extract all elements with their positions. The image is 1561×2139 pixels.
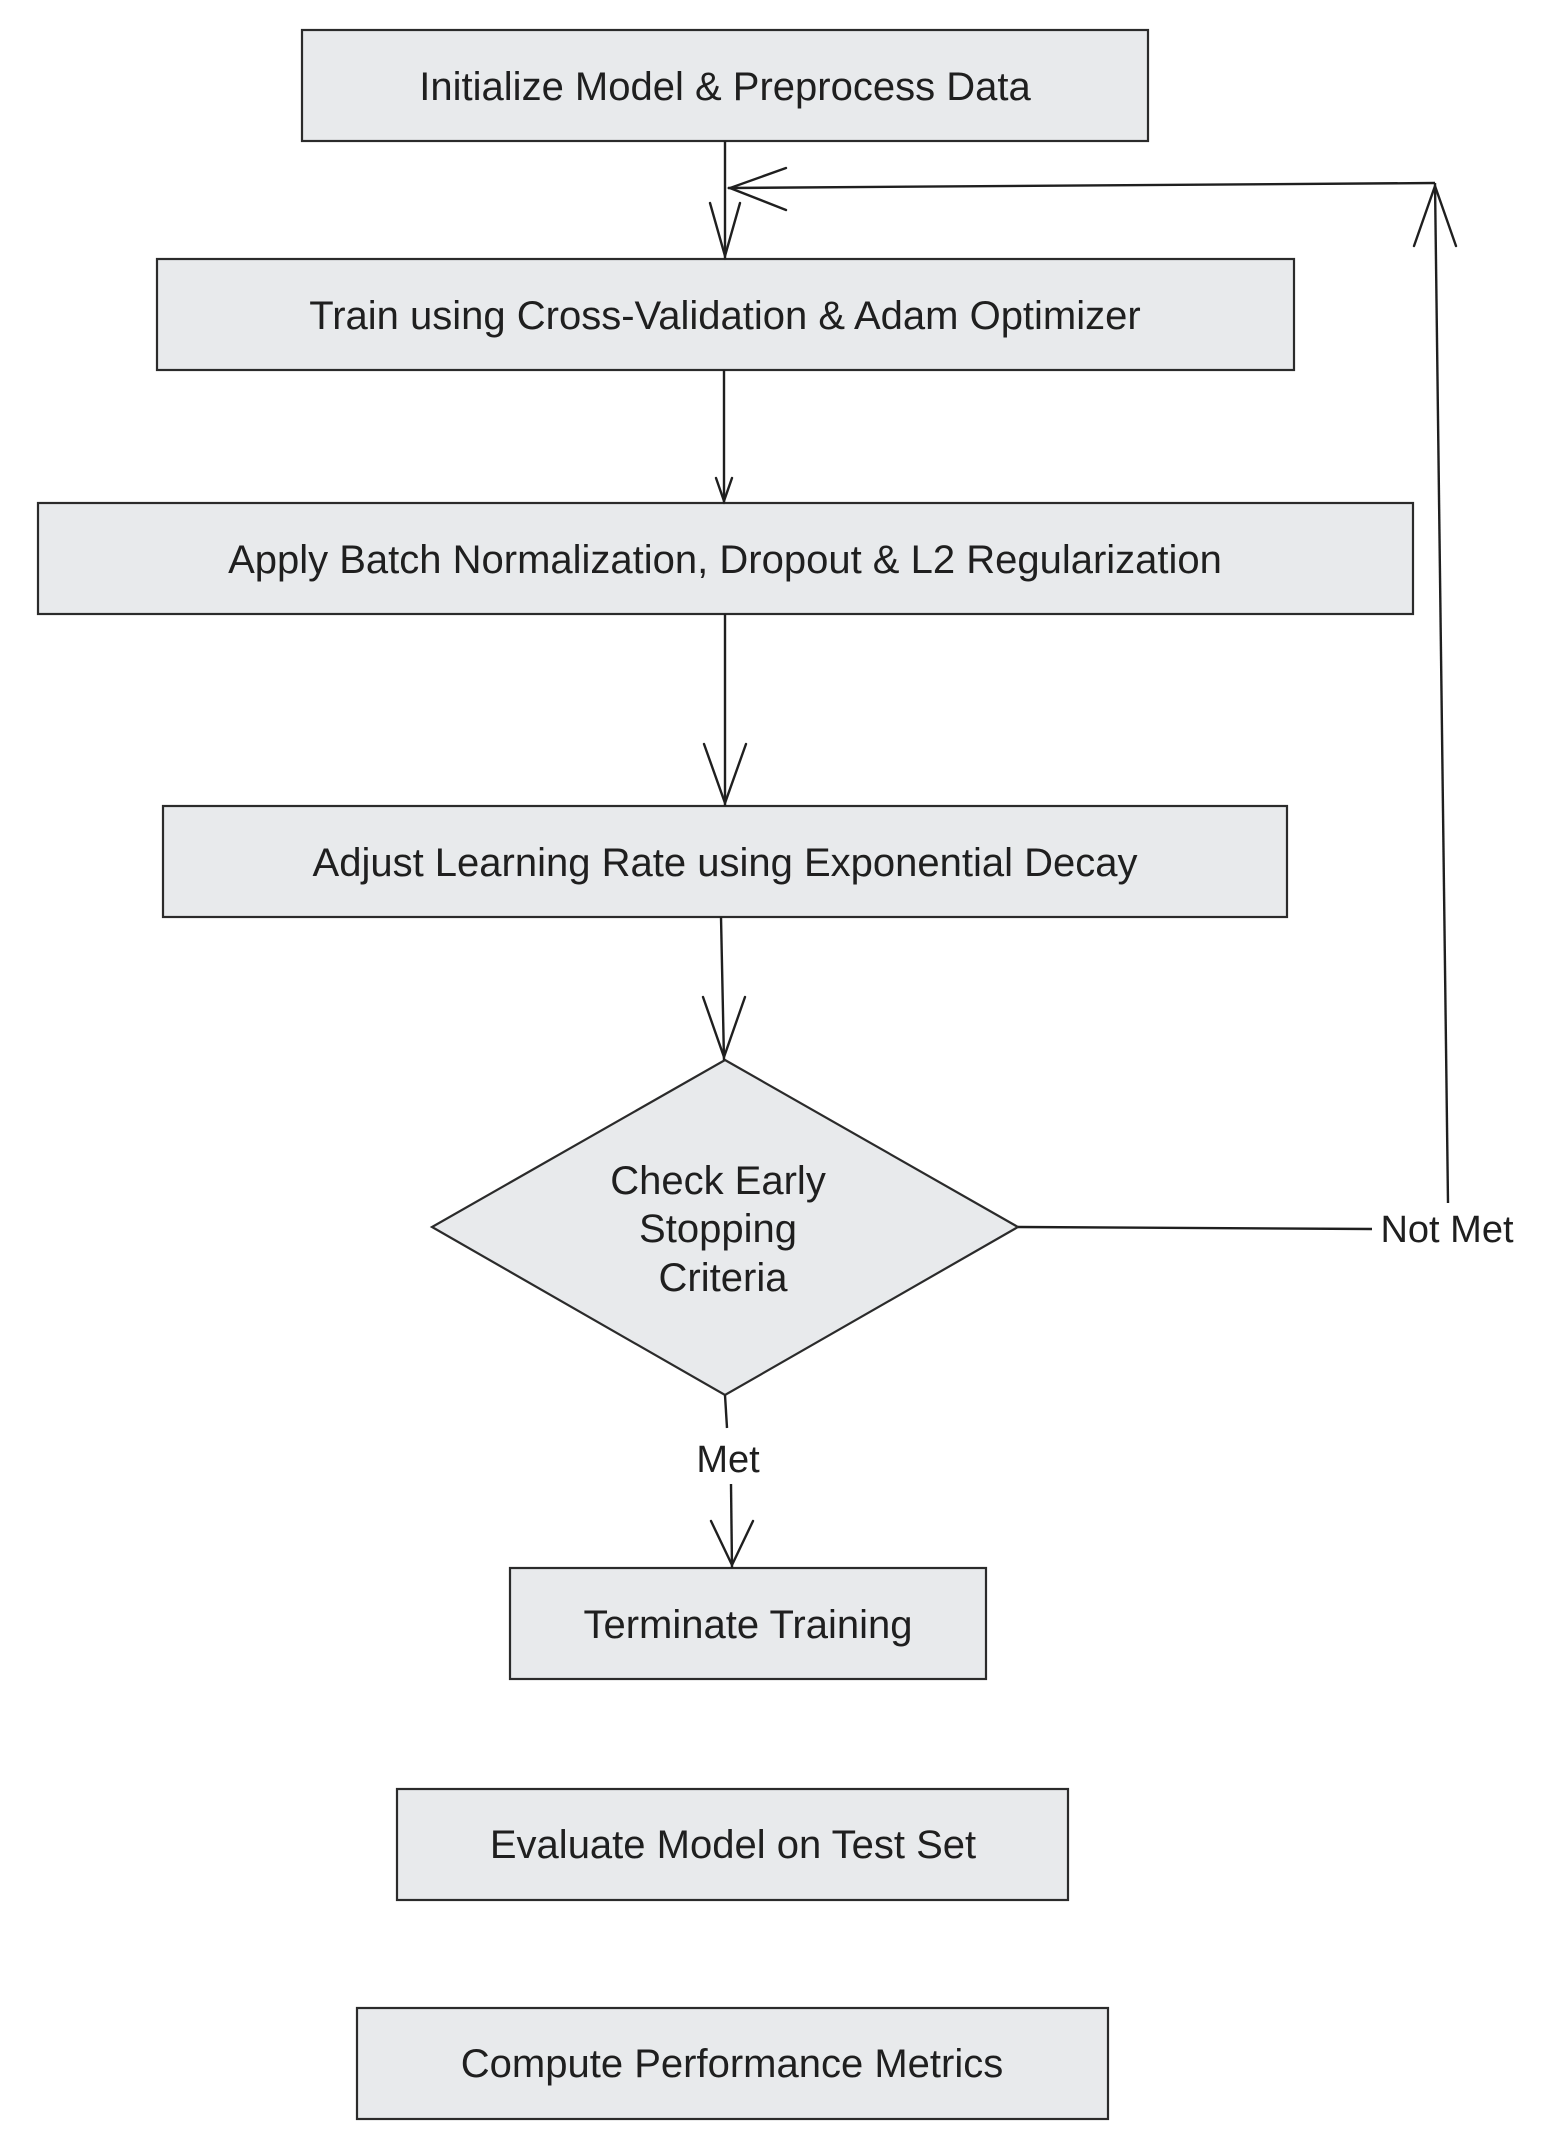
arrow-head-icon bbox=[702, 742, 748, 807]
node-initialize-label: Initialize Model & Preprocess Data bbox=[419, 65, 1031, 109]
edge-init-to-train bbox=[708, 141, 742, 261]
node-train: Train using Cross-Validation & Adam Opti… bbox=[155, 257, 1296, 372]
decision-label-line1: Check Early bbox=[610, 1159, 826, 1203]
edge-met-line-lower bbox=[729, 1483, 734, 1569]
decision-label-line2: Stopping bbox=[639, 1207, 797, 1251]
node-metrics: Compute Performance Metrics bbox=[355, 2006, 1110, 2121]
edge-not-met-line-up bbox=[1433, 182, 1450, 1204]
node-evaluate: Evaluate Model on Test Set bbox=[395, 1787, 1070, 1902]
edge-met-line-upper bbox=[723, 1394, 729, 1429]
node-initialize-box bbox=[300, 28, 1150, 143]
edge-not-met-line-right bbox=[1017, 1225, 1373, 1231]
edge-decision-to-terminate: Met bbox=[696, 1394, 760, 1569]
edge-decision-loop-back: Not Met bbox=[726, 166, 1514, 1251]
decision-label-line3: Criteria bbox=[659, 1256, 789, 1300]
arrow-head-icon bbox=[701, 995, 747, 1061]
arrow-head-icon bbox=[709, 1519, 755, 1568]
edge-lr-to-decision bbox=[701, 916, 747, 1061]
node-learning-rate-box bbox=[161, 804, 1289, 919]
node-metrics-label: Compute Performance Metrics bbox=[461, 2042, 1003, 2086]
node-terminate-box bbox=[508, 1566, 988, 1681]
node-regularize-box bbox=[36, 501, 1415, 616]
node-train-box bbox=[155, 257, 1296, 372]
node-learning-rate-label: Adjust Learning Rate using Exponential D… bbox=[313, 841, 1138, 885]
node-learning-rate: Adjust Learning Rate using Exponential D… bbox=[161, 804, 1289, 919]
node-train-label: Train using Cross-Validation & Adam Opti… bbox=[309, 294, 1140, 338]
arrow-head-icon bbox=[714, 476, 734, 505]
node-regularize: Apply Batch Normalization, Dropout & L2 … bbox=[36, 501, 1415, 616]
edge-not-met-line-left bbox=[727, 181, 1436, 190]
node-evaluate-box bbox=[395, 1787, 1070, 1902]
node-evaluate-label: Evaluate Model on Test Set bbox=[490, 1823, 976, 1867]
node-initialize: Initialize Model & Preprocess Data bbox=[300, 28, 1150, 143]
node-metrics-box bbox=[355, 2006, 1110, 2121]
edge-label-not-met: Not Met bbox=[1380, 1209, 1513, 1251]
node-terminate-label: Terminate Training bbox=[583, 1603, 912, 1647]
node-terminate: Terminate Training bbox=[508, 1566, 988, 1681]
edge-lr-to-decision-line bbox=[719, 916, 726, 1061]
node-regularize-label: Apply Batch Normalization, Dropout & L2 … bbox=[228, 538, 1222, 582]
arrow-head-icon bbox=[708, 201, 742, 261]
edge-regularize-to-lr bbox=[702, 614, 748, 807]
arrow-head-icon bbox=[1412, 182, 1458, 248]
arrow-head-icon bbox=[726, 166, 788, 212]
edge-label-met: Met bbox=[696, 1439, 760, 1481]
edge-train-to-regularize bbox=[714, 370, 734, 505]
node-early-stopping-check: Check Early Stopping Criteria bbox=[429, 1058, 1021, 1397]
